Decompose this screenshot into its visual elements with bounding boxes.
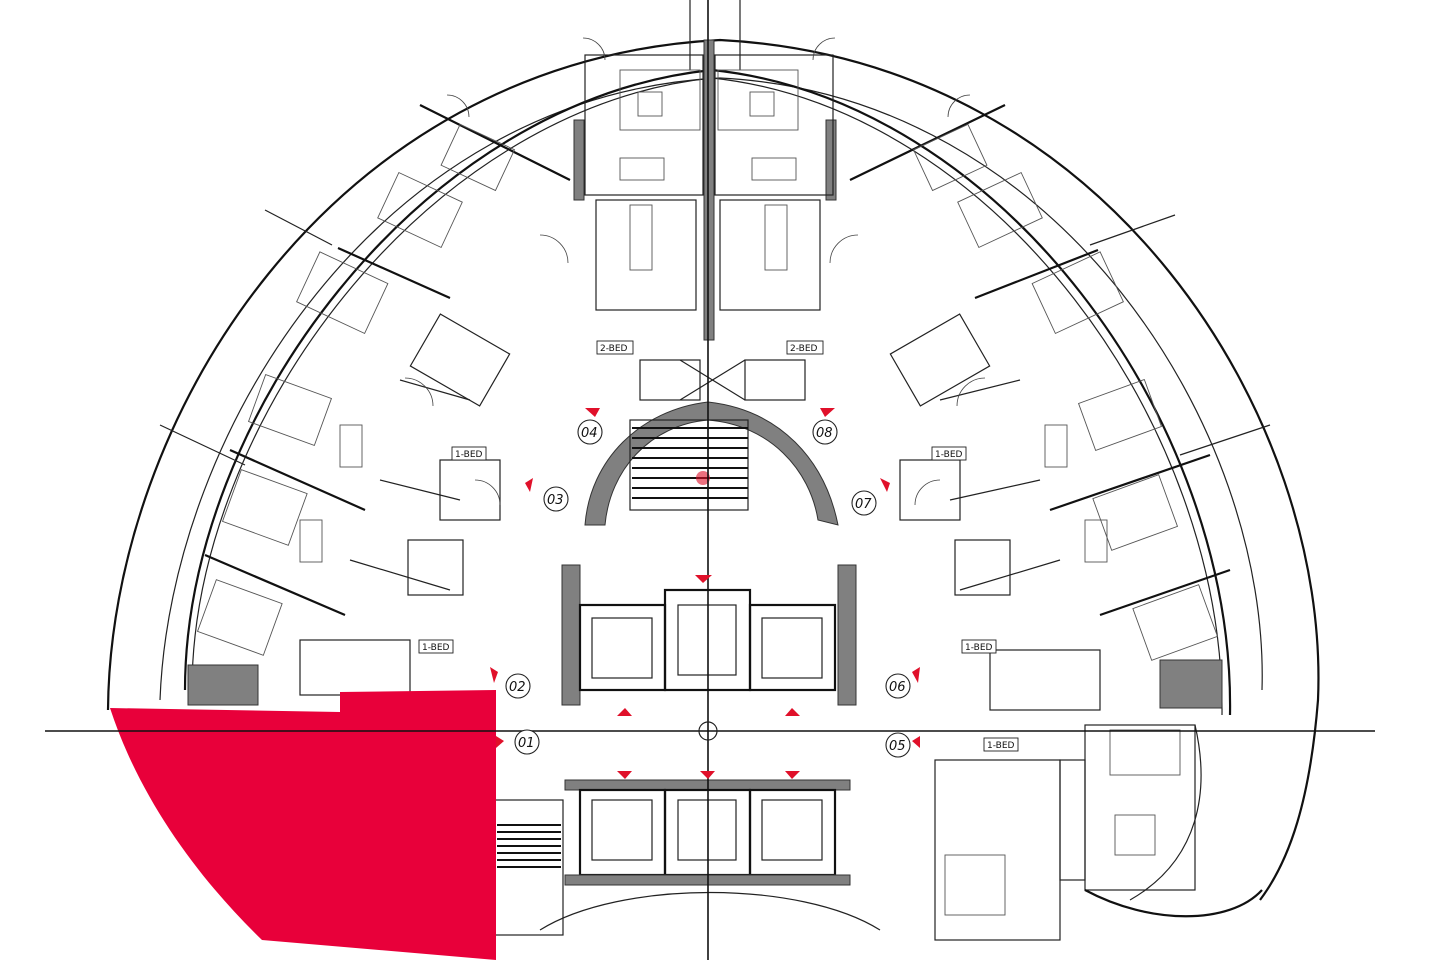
grid-axes (45, 0, 1375, 960)
unit-numbers: 01 02 03 04 05 06 07 08 (505, 419, 911, 758)
unit-number-05: 05 (885, 732, 911, 758)
tag-right-bottom: 1-BED (987, 741, 1015, 751)
svg-text:08: 08 (816, 426, 833, 441)
left-wing-rooms (187, 123, 516, 706)
tag-right-mid: 1-BED (935, 450, 963, 460)
tag-right-upper: 2-BED (790, 344, 818, 354)
core-stair (584, 359, 839, 526)
svg-text:04: 04 (581, 426, 598, 441)
unit-number-06: 06 (885, 673, 911, 699)
tag-left-mid: 1-BED (455, 450, 483, 460)
svg-text:06: 06 (889, 680, 906, 695)
balcony-dividers (159, 0, 1271, 466)
svg-text:03: 03 (547, 493, 564, 508)
outer-envelope (106, 38, 1320, 901)
tag-right-lower: 1-BED (965, 643, 993, 653)
bottom-right-unit (934, 724, 1263, 941)
door-swings (404, 37, 986, 506)
upper-units (584, 54, 834, 311)
tag-left-upper: 2-BED (600, 344, 628, 354)
core-lifts (539, 564, 881, 931)
right-wing-rooms (889, 123, 1223, 711)
unit-tags: 2-BED 2-BED 1-BED 1-BED 1-BED 1-BED 1-BE… (418, 340, 1019, 752)
highlighted-unit (110, 690, 496, 960)
svg-text:07: 07 (855, 497, 872, 512)
unit-number-01: 01 (514, 729, 540, 755)
entry-markers (490, 408, 920, 779)
svg-text:01: 01 (518, 736, 535, 751)
unit-number-03: 03 (543, 486, 569, 512)
unit-number-08: 08 (812, 419, 838, 445)
tag-left-lower: 1-BED (422, 643, 450, 653)
svg-text:05: 05 (889, 739, 906, 754)
outer-envelope-inner (159, 77, 1263, 701)
svg-text:02: 02 (509, 680, 526, 695)
unit-number-04: 04 (577, 419, 603, 445)
unit-number-07: 07 (851, 490, 877, 516)
unit-partitions (204, 39, 1231, 617)
unit-number-02: 02 (505, 673, 531, 699)
lower-left-stair (494, 799, 564, 936)
